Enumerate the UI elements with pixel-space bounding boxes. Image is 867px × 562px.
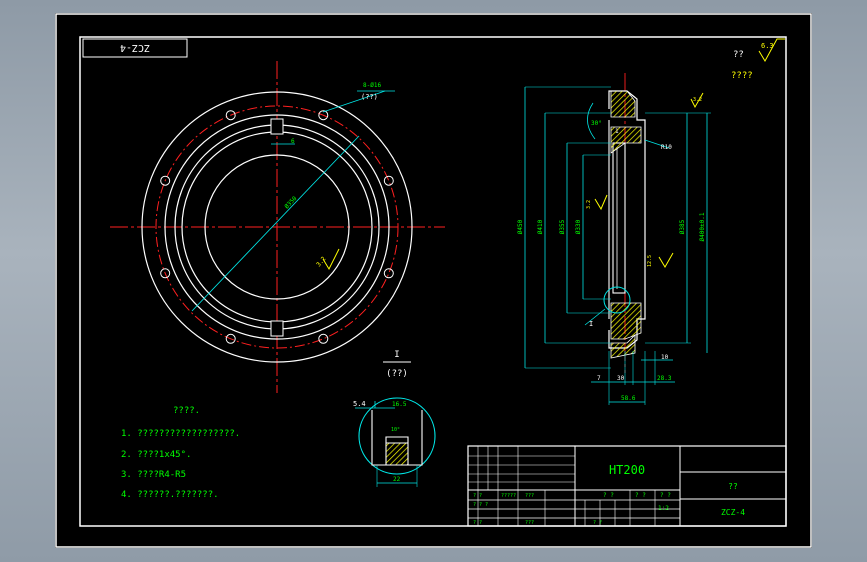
sheet-border [55, 13, 812, 548]
title-cell: ? ? [635, 492, 646, 499]
title-cell: ? ? [593, 520, 602, 526]
section-bottom-dim: 30 [617, 375, 625, 382]
section-bottom-dim: 7 [597, 375, 601, 382]
section-roughness: 3.2 [693, 97, 702, 103]
tech-requirements: ????. 1. ??????????????????. 2. ????1x45… [121, 406, 240, 500]
tech-req-item: 4. ??????.???????. [121, 490, 219, 500]
diameter-line [191, 135, 360, 312]
tech-req-item: 2. ????1x45°. [121, 450, 191, 460]
bolt-circle [155, 105, 399, 349]
detail-angle-dim: 10° [391, 427, 400, 433]
title-cell: ? ? [660, 492, 671, 499]
section-leader-label: I [589, 320, 593, 328]
title-row-label: ? ? ? [473, 502, 488, 508]
part-name: ?? [728, 482, 738, 491]
bolt-hole [318, 110, 329, 121]
drawing-canvas: ZCZ-4 ?? 6.3 ???? 6 Ø350 8-Ø16 (??) [55, 13, 812, 548]
section-angle: 30° [591, 120, 602, 127]
bolt-hole [160, 175, 171, 186]
section-roughness: 12.5 [647, 255, 653, 267]
section-roughness: 3.2 [586, 200, 592, 209]
title-row-label: ????? [501, 493, 516, 499]
bolt-holes [160, 110, 394, 344]
outer-circle [141, 91, 413, 363]
detail-left-dim: 5.4 [353, 400, 366, 408]
roughness-value: 6.3 [761, 42, 774, 50]
cad-drawing: ZCZ-4 ?? 6.3 ???? 6 Ø350 8-Ø16 (??) [55, 13, 812, 548]
section-dim: Ø450 [517, 219, 524, 234]
bolt-hole [383, 175, 394, 186]
section-chamfer: 1 [615, 128, 619, 135]
title-row-label: ??? [525, 493, 534, 499]
bottom-slot [270, 320, 284, 337]
slot-dim: 6 [291, 138, 295, 145]
roughness-symbol [758, 38, 785, 63]
section-dim: Ø410 [537, 219, 544, 234]
bore-circle [204, 154, 350, 300]
title-cell: ??? [525, 520, 534, 526]
detail-label-num: I [394, 350, 399, 360]
tech-req-item: 1. ??????????????????. [121, 429, 240, 439]
front-roughness: 3.2 [315, 255, 328, 268]
detail-label: I (??) [383, 350, 411, 379]
top-slot [270, 118, 284, 135]
holes-sub: (??) [361, 93, 378, 101]
tech-req-item: 3. ????R4-R5 [121, 470, 186, 480]
detail-top-dim: 16.5 [392, 401, 407, 408]
section-total-dim: 58.6 [621, 395, 636, 402]
material-label: HT200 [609, 463, 645, 477]
roughness-note: ???? [731, 71, 753, 81]
section-view: I Ø450 Ø410 Ø355 Ø330 Ø385 Ø400±0.1 30° … [517, 73, 711, 405]
section-dim: Ø385 [679, 219, 686, 234]
scale-value: 1:2 [658, 505, 669, 512]
section-dim: Ø400±0.1 [699, 212, 706, 241]
title-block: HT200 ?? ZCZ-4 ? ? ? ? ? ? 1:2 ? ? ?????… [467, 445, 787, 527]
section-dim: Ø355 [559, 219, 566, 234]
roughness-label: ?? [733, 50, 744, 60]
diameter-dim: Ø350 [283, 195, 298, 211]
bolt-hole [225, 333, 236, 344]
bolt-hole [383, 268, 394, 279]
detail-bottom-dim: 22 [393, 476, 401, 483]
drawing-number: ZCZ-4 [721, 508, 745, 517]
bolt-hole [318, 333, 329, 344]
section-bottom-dim: 28.3 [657, 375, 672, 382]
drawing-frame [79, 36, 787, 527]
title-row-label: ? ? [473, 493, 482, 499]
bolt-hole [225, 110, 236, 121]
rotated-label-box: ZCZ-4 [82, 38, 188, 58]
holes-dim: 8-Ø16 [363, 82, 381, 89]
title-cell: ? ? [603, 492, 614, 499]
bolt-hole [160, 268, 171, 279]
detail-view: 5.4 16.5 22 10° [353, 397, 436, 487]
section-dim: Ø330 [575, 219, 582, 234]
section-radius: R10 [661, 144, 672, 151]
section-bottom-dim: 10 [661, 354, 669, 361]
front-view: 6 Ø350 8-Ø16 (??) 3.2 [110, 61, 445, 393]
general-roughness: ?? 6.3 ???? [731, 38, 785, 81]
title-row-label: ? ? [473, 520, 482, 526]
rotated-label: ZCZ-4 [120, 42, 150, 53]
detail-label-den: (??) [386, 369, 408, 379]
tech-req-title: ????. [173, 406, 200, 416]
